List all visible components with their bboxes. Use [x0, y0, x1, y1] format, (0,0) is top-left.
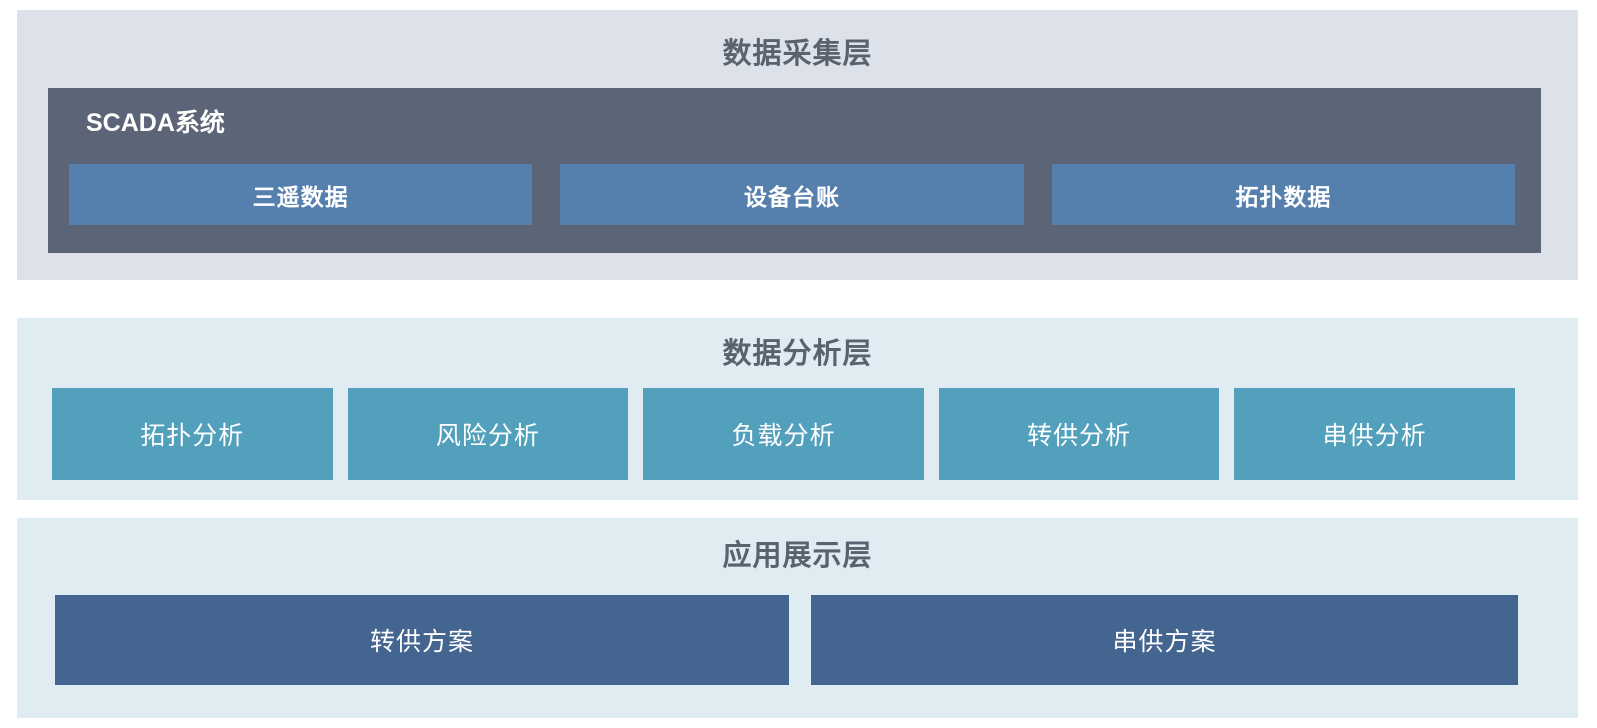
- analysis-box-transfer-supply[interactable]: 转供分析: [938, 388, 1220, 480]
- layer-data-analysis: 数据分析层 拓扑分析 风险分析 负载分析 转供分析 串供分析: [17, 318, 1578, 500]
- scada-box-topology-data[interactable]: 拓扑数据: [1051, 164, 1515, 225]
- scada-box-equipment-ledger[interactable]: 设备台账: [560, 164, 1024, 225]
- analysis-box-topology[interactable]: 拓扑分析: [52, 388, 333, 480]
- analysis-box-risk[interactable]: 风险分析: [347, 388, 629, 480]
- layer-title-data-analysis: 数据分析层: [722, 338, 873, 370]
- layer-title-data-collection: 数据采集层: [722, 38, 873, 70]
- scada-box-telemetry[interactable]: 三遥数据: [69, 164, 533, 225]
- layer-application-presentation: 应用展示层 转供方案 串供方案: [17, 518, 1578, 718]
- scada-box-group: 三遥数据 设备台账 拓扑数据: [69, 164, 1515, 225]
- layer-title-application-presentation: 应用展示层: [722, 540, 873, 572]
- layer-data-collection: 数据采集层 SCADA系统 三遥数据 设备台账 拓扑数据: [17, 10, 1578, 280]
- application-box-group: 转供方案 串供方案: [55, 595, 1518, 685]
- scada-panel: SCADA系统 三遥数据 设备台账 拓扑数据: [48, 88, 1541, 253]
- application-box-series-supply-plan[interactable]: 串供方案: [811, 595, 1518, 685]
- application-box-transfer-supply-plan[interactable]: 转供方案: [55, 595, 789, 685]
- analysis-box-series-supply[interactable]: 串供分析: [1234, 388, 1515, 480]
- analysis-box-group: 拓扑分析 风险分析 负载分析 转供分析 串供分析: [52, 388, 1515, 480]
- analysis-box-load[interactable]: 负载分析: [643, 388, 924, 480]
- scada-panel-label: SCADA系统: [86, 109, 225, 137]
